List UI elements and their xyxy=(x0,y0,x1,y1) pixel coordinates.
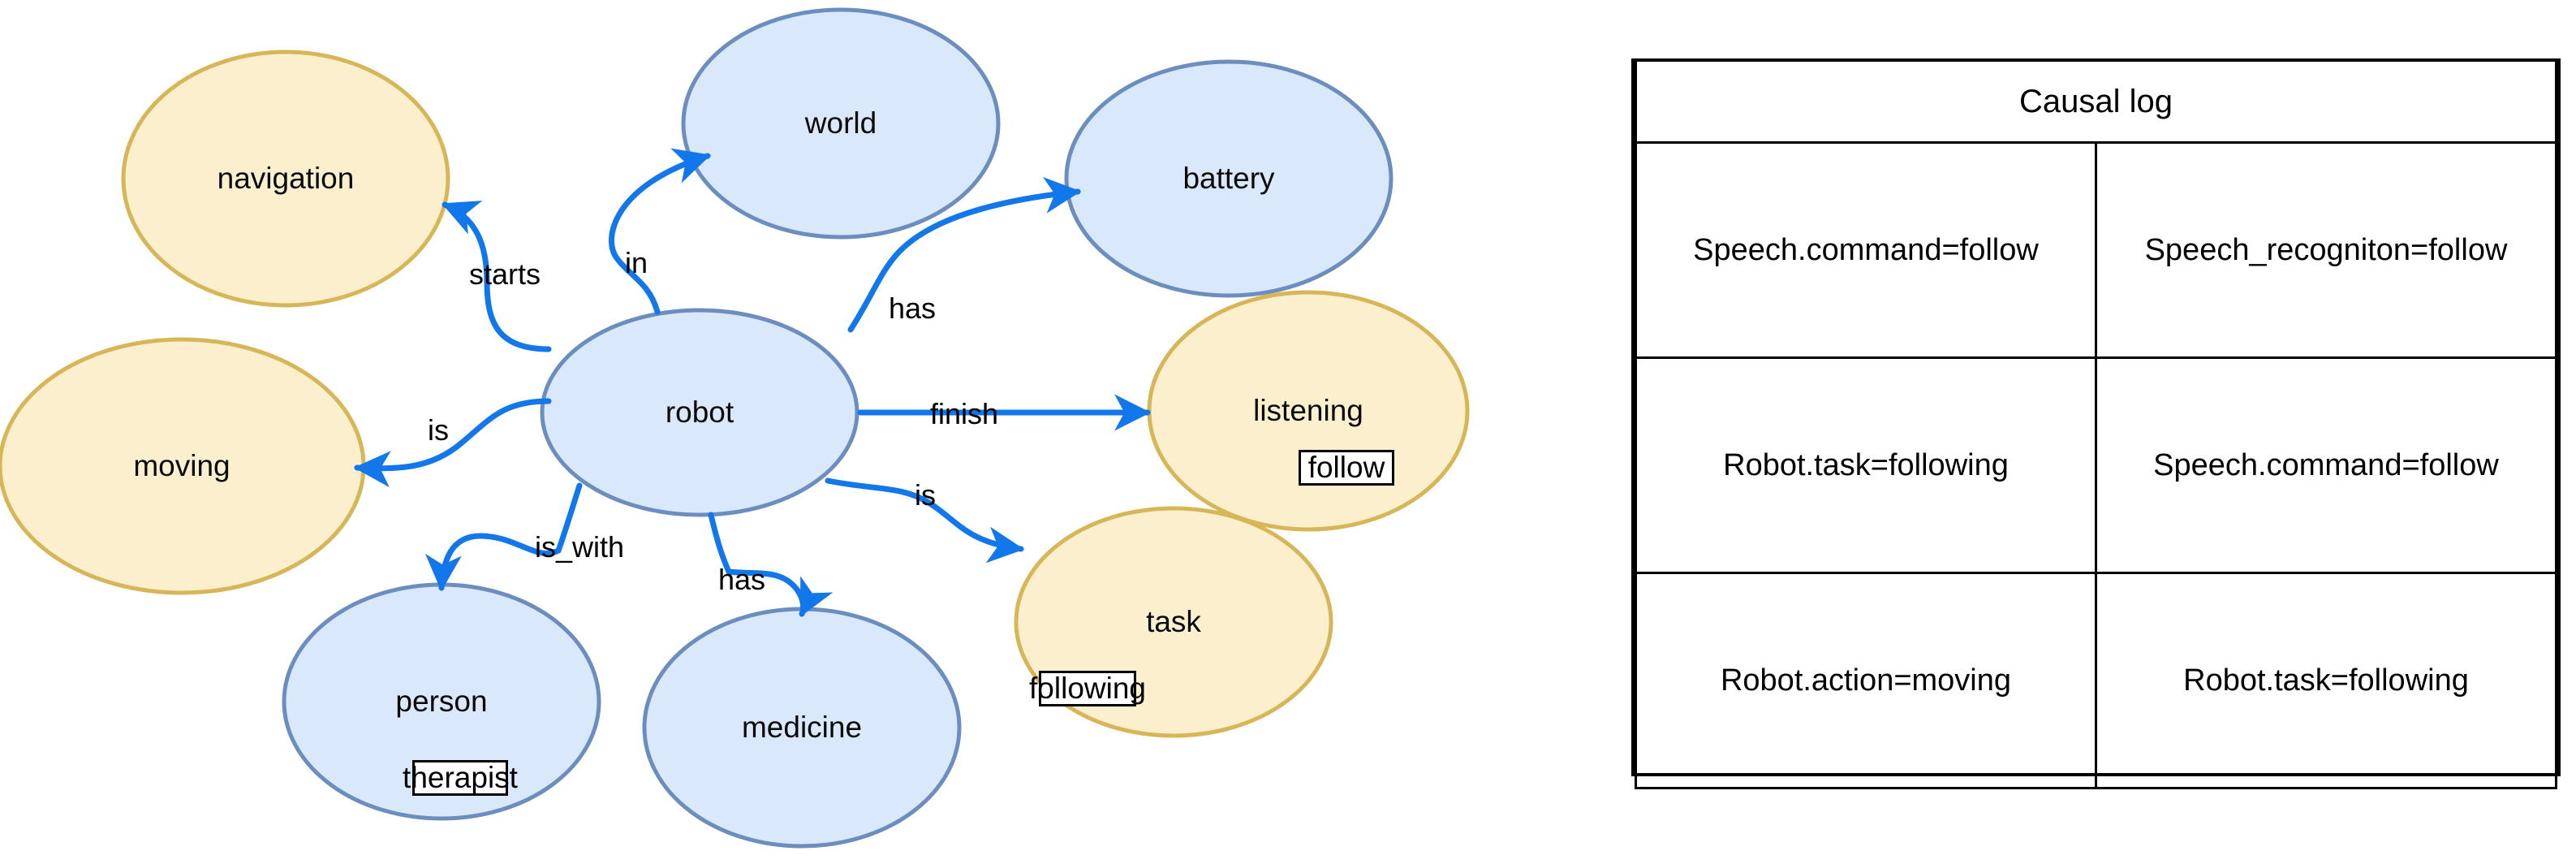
graph-canvas xyxy=(0,7,1470,849)
cell-r2c1: Robot.task=following xyxy=(2095,572,2557,789)
attribute-box-listening[interactable]: follow xyxy=(1299,450,1394,486)
attribute-box-person[interactable]: therapist xyxy=(403,760,518,796)
edge-label-starts: starts xyxy=(468,257,541,291)
edge-label-has-medicine: has xyxy=(717,563,766,596)
table-row: Robot.task=following Speech.command=foll… xyxy=(1635,356,2557,574)
edge-label-is-task: is xyxy=(915,478,936,512)
edge-robot-moving xyxy=(353,398,552,488)
cell-r0c0: Speech.command=follow xyxy=(1635,141,2097,359)
edge-world-battery xyxy=(847,176,1082,333)
edge-label-has-battery: has xyxy=(888,292,937,325)
edge-robot-person xyxy=(424,482,583,592)
node-navigation[interactable] xyxy=(121,50,450,308)
node-battery[interactable] xyxy=(1064,59,1394,298)
knowledge-graph-panel: navigation world battery moving robot li… xyxy=(0,7,1470,849)
graph-edges xyxy=(353,148,1152,617)
edge-label-is-moving: is xyxy=(428,413,449,447)
cell-r2c0: Robot.action=moving xyxy=(1635,572,2097,789)
edge-label-in: in xyxy=(624,246,648,279)
edge-robot-navigation xyxy=(442,201,552,352)
attribute-value-therapist: therapist xyxy=(403,761,518,794)
edge-robot-world xyxy=(609,148,711,315)
causal-log-title: Causal log xyxy=(1635,62,2557,144)
node-world[interactable] xyxy=(681,7,1001,240)
causal-log-table: Causal log Speech.command=follow Speech_… xyxy=(1631,58,2561,789)
node-robot[interactable] xyxy=(540,308,859,517)
node-medicine[interactable] xyxy=(642,607,962,849)
table-row: Speech.command=follow Speech_recogniton=… xyxy=(1635,141,2557,359)
edge-robot-medicine xyxy=(708,512,834,617)
causal-log-grid: Causal log Speech.command=follow Speech_… xyxy=(1635,62,2557,789)
edge-label-is-with: is_with xyxy=(534,530,625,564)
node-listening[interactable] xyxy=(1147,290,1470,532)
attribute-value-following: following xyxy=(1029,672,1146,705)
attribute-value-follow: follow xyxy=(1307,451,1385,484)
edge-robot-task xyxy=(825,477,1025,564)
node-moving[interactable] xyxy=(0,337,366,595)
attribute-box-task[interactable]: following xyxy=(1029,671,1146,706)
cell-r1c1: Speech.command=follow xyxy=(2095,356,2557,574)
edge-label-finish: finish xyxy=(929,397,999,430)
table-header-row: Causal log xyxy=(1635,62,2557,144)
table-row: Robot.action=moving Robot.task=following xyxy=(1635,572,2557,789)
cell-r1c0: Robot.task=following xyxy=(1635,356,2097,574)
cell-r0c1: Speech_recogniton=follow xyxy=(2095,141,2557,359)
graph-nodes xyxy=(0,7,1470,849)
